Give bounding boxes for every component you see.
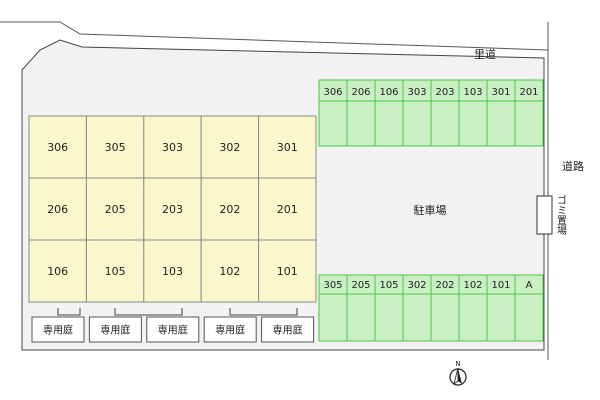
private-garden: [146, 316, 200, 343]
north-label: N: [455, 360, 460, 368]
unit-cell: [143, 177, 202, 241]
unit-cell: [200, 239, 260, 303]
parking-space-number: 306: [323, 87, 342, 98]
private-garden-label: 専用庭: [158, 324, 188, 337]
unit-number: 206: [47, 203, 68, 216]
private-garden: [31, 316, 85, 343]
private-garden: [261, 316, 315, 343]
unit-number: 303: [162, 141, 183, 154]
unit-number: 101: [277, 265, 298, 278]
road-right-label: 道路: [562, 159, 584, 173]
unit-cell: [85, 115, 145, 179]
unit-number: 106: [47, 265, 68, 278]
unit-cell: [258, 239, 317, 303]
unit-number: 302: [219, 141, 240, 154]
unit-number: 306: [47, 141, 68, 154]
private-garden-label: 専用庭: [215, 324, 245, 337]
parking-space: [514, 79, 544, 147]
parking-space-number: A: [526, 280, 533, 291]
private-garden: [203, 316, 257, 343]
parking-space-number: 205: [351, 280, 370, 291]
garbage-station: [536, 195, 553, 235]
unit-number: 205: [105, 203, 126, 216]
parking-space: [514, 274, 544, 342]
parking-lot-label: 駐車場: [414, 203, 447, 217]
private-gardens: 専用庭 専用庭 専用庭 専用庭 専用庭: [31, 308, 315, 343]
garden-connector: [114, 308, 183, 316]
north-arrow-icon: [449, 367, 467, 386]
parking-space-number: 105: [379, 280, 398, 291]
garden-connector: [229, 308, 298, 316]
apartment-building: 306 305 303 302 301 206 205 203 202 201 106 105 103 1…: [28, 115, 317, 303]
parking-space-number: 102: [463, 280, 482, 291]
parking-space-number: 101: [491, 280, 510, 291]
unit-number: 102: [219, 265, 240, 278]
unit-number: 301: [277, 141, 298, 154]
unit-number: 103: [162, 265, 183, 278]
parking-space-number: 302: [407, 280, 426, 291]
parking-space-number: 202: [435, 280, 454, 291]
parking-row-top: 306 206 106 303 203 103 301 201: [318, 79, 544, 147]
parking-space-number: 305: [323, 280, 342, 291]
garbage-station-label: ゴミ置場: [555, 194, 567, 236]
parking-space-number: 303: [407, 87, 426, 98]
unit-number: 305: [105, 141, 126, 154]
garden-connector: [57, 308, 81, 316]
parking-space-number: 301: [491, 87, 510, 98]
parking-row-bottom: 305 205 105 302 202 102 101 A: [318, 274, 544, 342]
parking-space-number: 201: [519, 87, 538, 98]
unit-cell: [85, 177, 145, 241]
parking-space-number: 103: [463, 87, 482, 98]
parking-space-number: 206: [351, 87, 370, 98]
unit-number: 201: [277, 203, 298, 216]
unit-cell: [200, 177, 260, 241]
unit-number: 202: [219, 203, 240, 216]
unit-cell: [28, 115, 87, 179]
private-garden-label: 専用庭: [273, 324, 303, 337]
private-garden: [88, 316, 142, 343]
unit-cell: [258, 115, 317, 179]
private-garden-label: 専用庭: [43, 324, 73, 337]
private-garden-label: 専用庭: [100, 324, 130, 337]
parking-space-number: 106: [379, 87, 398, 98]
unit-cell: [143, 239, 202, 303]
parking-space-number: 203: [435, 87, 454, 98]
unit-cell: [85, 239, 145, 303]
unit-number: 203: [162, 203, 183, 216]
unit-number: 105: [105, 265, 126, 278]
top-road-edge: [0, 21, 549, 51]
road-top-label: 里道: [474, 47, 496, 61]
